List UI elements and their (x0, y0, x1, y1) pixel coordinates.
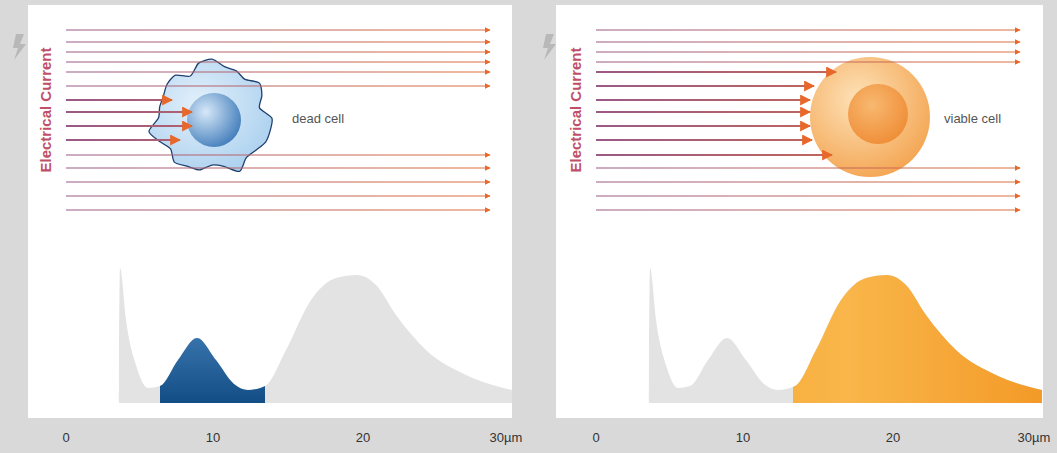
tick-label: 0 (62, 431, 69, 444)
gated-peak (793, 268, 1042, 403)
current-arrow (596, 209, 1020, 210)
panel (28, 5, 512, 418)
current-arrow (66, 167, 490, 168)
cell-nucleus (187, 93, 241, 147)
current-arrow (596, 154, 832, 156)
current-arrow (596, 125, 810, 127)
tick-label: 20 (886, 431, 900, 444)
current-arrow (596, 167, 1020, 168)
lightning-icon (13, 34, 26, 60)
tick-label: 30µm (490, 431, 523, 444)
tick-label: 30µm (1018, 431, 1051, 444)
current-arrow (596, 195, 1020, 196)
current-arrow (66, 99, 172, 101)
current-arrow (596, 41, 1020, 42)
current-arrow (66, 61, 490, 62)
cell-label: viable cell (944, 112, 1001, 125)
current-arrow (596, 99, 810, 101)
current-arrow (66, 41, 490, 42)
current-arrow (66, 139, 180, 141)
axis-title: Electrical Current (38, 47, 53, 172)
lightning-icon (543, 34, 556, 60)
current-arrow (66, 125, 192, 127)
current-arrow (596, 85, 814, 87)
current-arrow (66, 181, 490, 182)
current-arrow (66, 154, 490, 155)
current-arrow (596, 111, 810, 113)
current-arrow (596, 29, 1020, 30)
current-arrow (66, 195, 490, 196)
size-distribution (649, 268, 1042, 403)
current-arrow (66, 85, 490, 86)
current-arrow (596, 51, 1020, 52)
current-arrow (596, 181, 1020, 182)
tick-label: 10 (206, 431, 220, 444)
current-arrow (66, 209, 490, 210)
current-arrow (596, 61, 1020, 62)
gated-peak (160, 268, 265, 403)
size-distribution (119, 268, 512, 403)
current-arrow (596, 71, 836, 73)
tick-label: 0 (592, 431, 599, 444)
current-arrow (66, 71, 490, 72)
panel (556, 5, 1043, 418)
current-arrow (66, 51, 490, 52)
cell-nucleus (848, 84, 908, 144)
tick-label: 10 (736, 431, 750, 444)
tick-label: 20 (356, 431, 370, 444)
cell-label: dead cell (292, 112, 344, 125)
current-arrow (596, 139, 812, 141)
current-arrow (66, 111, 192, 113)
axis-title: Electrical Current (568, 47, 583, 172)
current-arrow (66, 29, 490, 30)
viable-cell (810, 57, 930, 177)
